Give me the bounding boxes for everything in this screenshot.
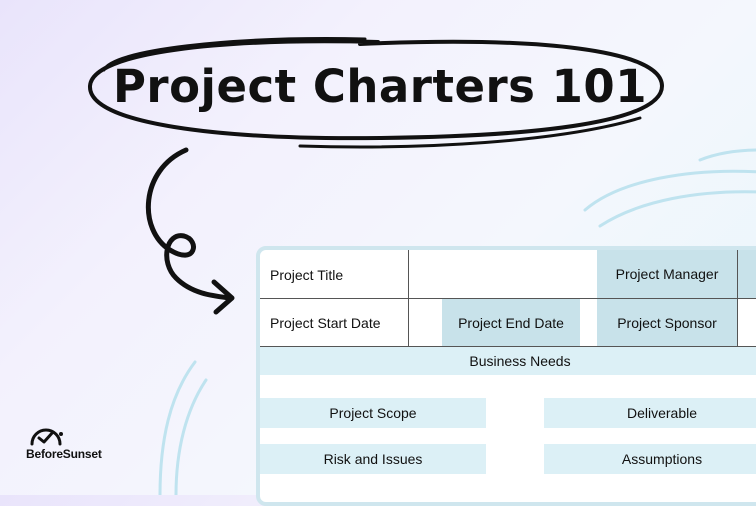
project-sponsor-label: Project Sponsor	[597, 299, 737, 347]
swirl-bottom-left	[158, 360, 208, 495]
grid-line	[260, 346, 756, 347]
project-scope-band: Project Scope	[260, 398, 486, 428]
curly-arrow	[145, 147, 235, 315]
deliverable-band: Deliverable	[544, 398, 756, 428]
project-title-label: Project Title	[270, 267, 344, 283]
beforesunset-logo: BeforeSunset	[26, 425, 116, 465]
logo-clock-icon	[30, 428, 63, 446]
grid-line	[737, 250, 738, 347]
project-manager-extra-cell	[738, 250, 756, 298]
grid-line	[408, 250, 409, 347]
page-title: Project Charters 101	[112, 59, 648, 113]
project-manager-label: Project Manager	[597, 250, 737, 298]
risk-and-issues-band: Risk and Issues	[260, 444, 486, 474]
project-charter-table: Project Title Project Manager Project St…	[256, 246, 756, 506]
grid-line	[260, 298, 756, 299]
assumptions-band: Assumptions	[544, 444, 756, 474]
project-start-date-label: Project Start Date	[270, 315, 381, 331]
logo-text: BeforeSunset	[26, 447, 102, 461]
swirl-top-right	[583, 148, 756, 228]
project-end-date-label: Project End Date	[442, 299, 580, 347]
business-needs-band: Business Needs	[260, 347, 756, 375]
